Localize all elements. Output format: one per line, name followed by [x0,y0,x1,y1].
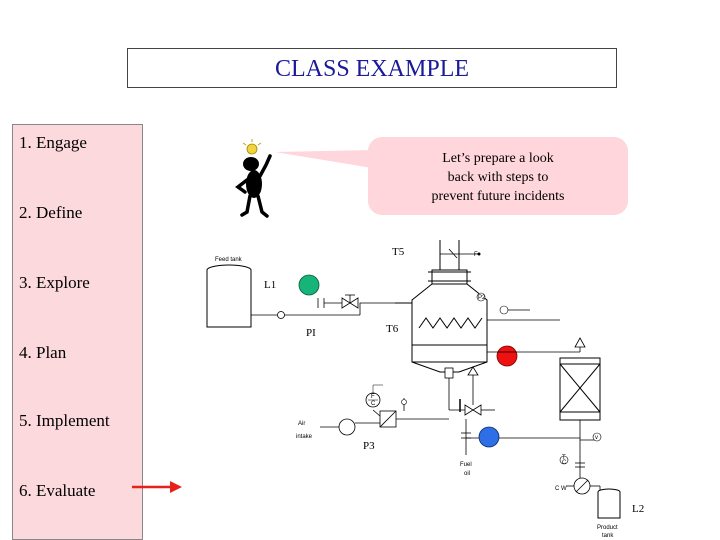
product-label: Product [597,525,618,531]
p2-label: P2 [478,295,486,301]
t5-label: T5 [392,246,405,258]
temperature-controller-icon [559,455,569,465]
l1-label: L1 [264,279,276,291]
air-label: Air [298,421,305,427]
product-column [559,357,601,421]
speech-line-3: prevent future incidents [431,189,565,204]
f-label: F [474,252,478,258]
tc-sub-label: C [562,460,567,466]
column-v-label: v [595,435,598,441]
slide-title: CLASS EXAMPLE [127,48,617,88]
tank-label: tank [602,533,614,539]
cw-label: C W [555,486,567,492]
tc-label: T [562,455,566,461]
step-define: 2. Define [19,203,83,222]
temperature-alarm-red-icon [496,345,518,367]
fc-sub-label: C [371,401,376,407]
pressure-gauge-icon [499,305,509,315]
step-implement: 5. Implement [19,411,110,430]
t6-label: T6 [386,323,399,335]
thinking-person-icon [235,139,272,218]
speech-bubble-text: Let’s prepare a look back with steps to … [368,149,628,206]
feed-tank-label: Feed tank [215,257,243,263]
feed-valve-icon [341,297,351,309]
fuel-alarm-blue-icon [478,426,500,448]
feed-pump-icon [277,311,285,319]
evaluate-arrow-icon [132,481,182,493]
intake-label: intake [296,434,313,440]
air-blower-icon [338,418,356,436]
product-tank [597,488,621,519]
fuel-label: Fuel [460,462,472,468]
feed-line-upper [359,302,395,315]
speech-bubble [368,137,628,215]
fc-label: F [371,394,375,400]
level-alarm-green-icon [298,274,320,296]
p3-label: P3 [363,440,375,452]
l2-label: L2 [632,503,644,515]
pi-label: PI [306,327,316,339]
step-engage: 1. Engage [19,133,87,152]
speech-line-1: Let’s prepare a look [442,151,554,166]
reactor-vessel [395,240,488,373]
speech-bubble-tail [275,150,372,168]
step-evaluate: 6. Evaluate [19,481,96,500]
feed-tank [206,264,252,328]
speech-line-2: back with steps to [447,170,549,185]
step-explore: 3. Explore [19,273,90,292]
oil-label: oil [464,471,470,477]
steps-panel: 1. Engage 2. Define 3. Explore 4. Plan 5… [12,124,143,540]
step-plan: 4. Plan [19,343,67,362]
